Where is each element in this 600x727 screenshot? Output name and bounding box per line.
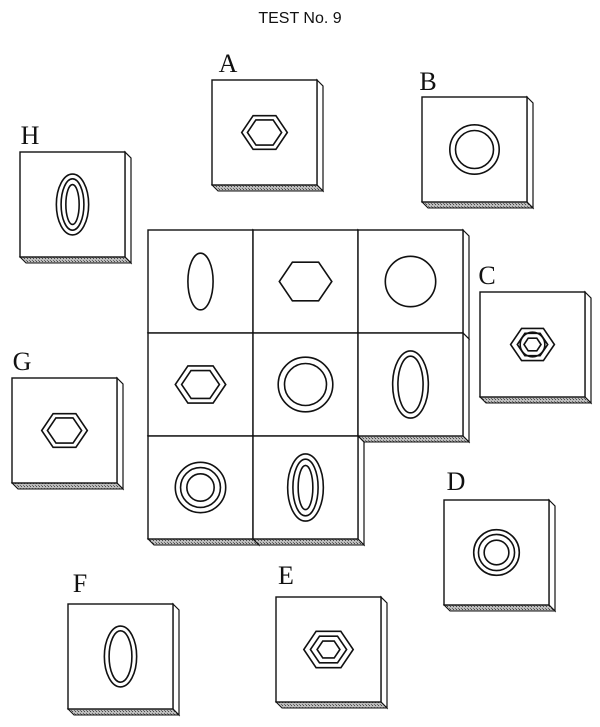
- triple-ellipse-figure: [286, 453, 325, 522]
- option-e[interactable]: [274, 595, 389, 710]
- ellipse-figure: [187, 252, 214, 311]
- option-label: A: [219, 49, 238, 78]
- triple-ellipse-figure: [55, 173, 90, 236]
- double-hexagon-figure: [240, 114, 289, 151]
- matrix-grid: [146, 228, 471, 547]
- triple-hexagon-figure: [302, 630, 355, 669]
- double-ellipse-figure: [391, 350, 430, 419]
- option-label: H: [21, 121, 40, 150]
- option-g[interactable]: [10, 376, 125, 491]
- option-f[interactable]: [66, 602, 181, 717]
- option-label: G: [13, 347, 32, 376]
- double-hexagon-figure: [174, 365, 227, 404]
- option-b[interactable]: [420, 95, 535, 210]
- double-hexagon-figure: [40, 412, 89, 449]
- option-d[interactable]: [442, 498, 557, 613]
- answer-options: A B C D E F G H: [10, 49, 593, 717]
- circle-figure: [384, 255, 437, 308]
- option-label: B: [419, 67, 436, 96]
- grid-cell-r2-c2[interactable]: [251, 331, 366, 444]
- option-label: C: [478, 261, 495, 290]
- test-title: TEST No. 9: [258, 10, 342, 27]
- triple-circle-figure: [472, 528, 521, 577]
- double-circle-figure: [448, 124, 500, 176]
- grid-cell-r3-c1[interactable]: [146, 434, 261, 547]
- grid-cell-r1-c1[interactable]: [146, 228, 261, 341]
- double-ellipse-figure: [103, 625, 138, 688]
- triple-circle-figure: [174, 461, 227, 514]
- option-a[interactable]: [210, 78, 325, 193]
- hexagon-in-hexagon-in-hexagon-figure: [509, 327, 556, 362]
- grid-cell-r1-c2[interactable]: [251, 228, 366, 341]
- option-label: E: [278, 561, 294, 590]
- double-circle-figure: [277, 356, 334, 413]
- grid-cell-r3-c2[interactable]: [251, 434, 366, 547]
- hexagon-figure: [278, 261, 333, 302]
- grid-cell-r1-c3[interactable]: [356, 228, 471, 341]
- option-label: D: [447, 467, 466, 496]
- option-label: F: [73, 569, 87, 598]
- grid-cell-r2-c3[interactable]: [356, 331, 471, 444]
- option-h[interactable]: [18, 150, 133, 265]
- option-c[interactable]: [478, 290, 593, 405]
- grid-cell-r2-c1[interactable]: [146, 331, 261, 444]
